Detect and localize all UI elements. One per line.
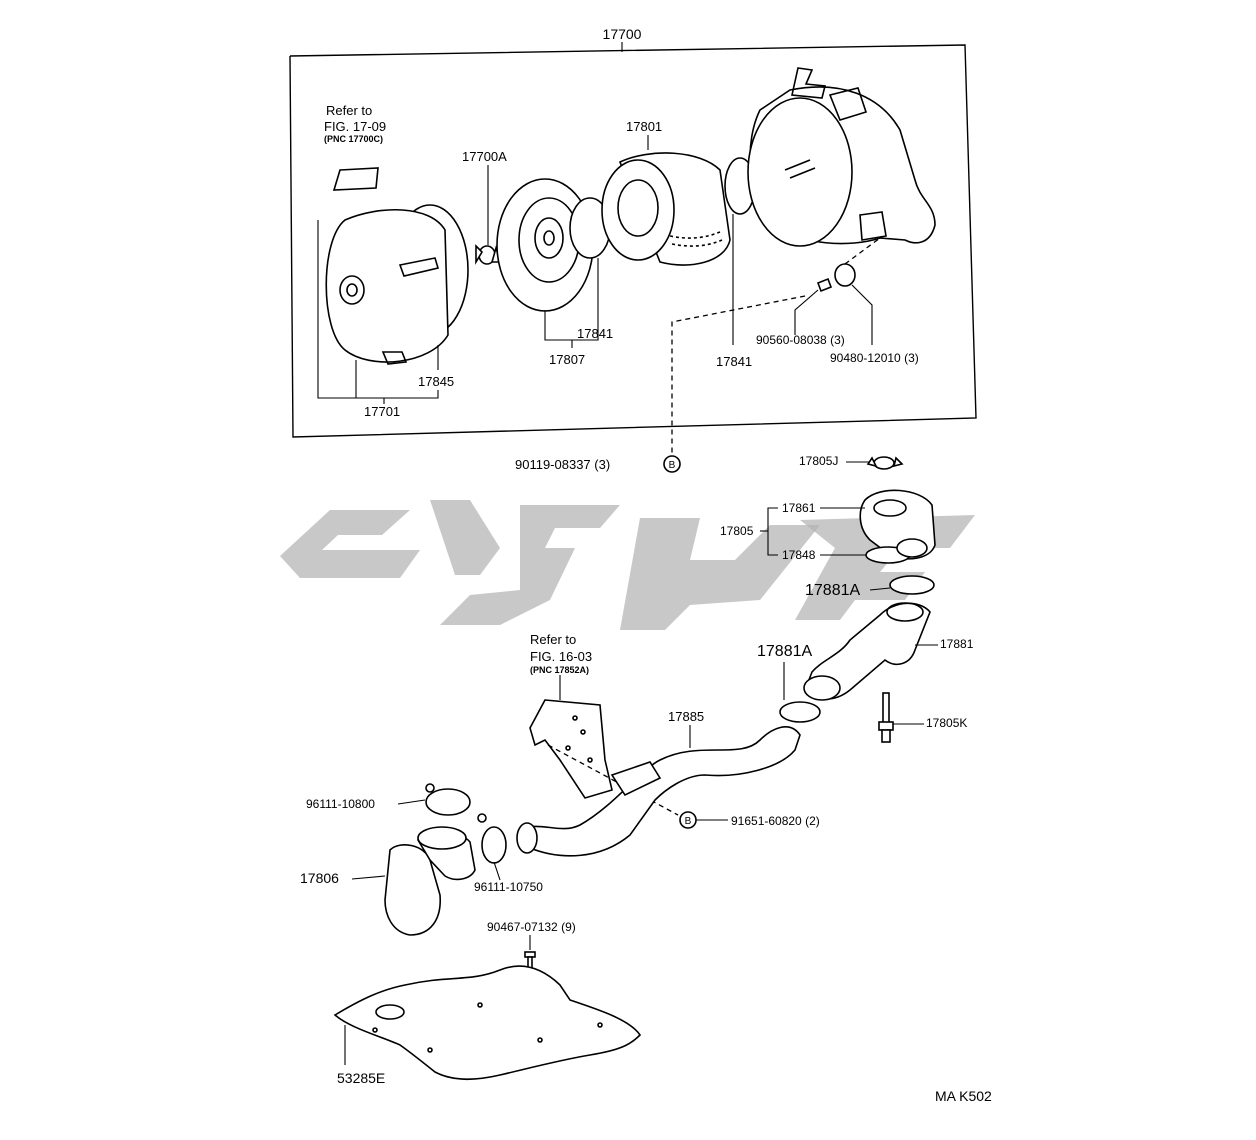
label-17845: 17845 xyxy=(418,374,454,389)
bolt-17805K xyxy=(878,692,894,743)
bolt-90560 xyxy=(816,277,833,293)
air-filter-17801 xyxy=(601,152,731,266)
hose-clamp-96111-10800 xyxy=(425,783,471,816)
label-17701: 17701 xyxy=(364,404,400,419)
label-17801: 17801 xyxy=(626,119,662,134)
label-decal xyxy=(332,167,379,191)
hose-clamp-17881A-mid xyxy=(779,701,821,723)
label-90119-08337: 90119-08337 (3) xyxy=(515,457,610,472)
intake-hose-17881 xyxy=(803,602,931,701)
label-17861: 17861 xyxy=(782,501,816,515)
assembly-number-label: 17700 xyxy=(603,26,642,42)
mounting-bracket xyxy=(529,699,613,799)
label-96111-10800: 96111-10800 xyxy=(306,797,375,811)
leader-17701 xyxy=(317,220,439,399)
label-53285E: 53285E xyxy=(337,1070,385,1086)
assembly-box xyxy=(289,44,977,438)
label-17806: 17806 xyxy=(300,870,339,886)
label-17700A: 17700A xyxy=(462,149,507,164)
intake-elbow-17806 xyxy=(384,826,476,936)
engine-under-cover-53285E xyxy=(333,965,642,1081)
air-cleaner-case xyxy=(747,67,936,247)
label-90480-12010: 90480-12010 (3) xyxy=(830,351,919,365)
refer-note-top: Refer to FIG. 17-09 (PNC 17700C) xyxy=(324,103,386,191)
callout-mark-bottom: B xyxy=(685,816,692,827)
refer-note-top-line1: Refer to xyxy=(326,103,372,118)
label-17881A-mid: 17881A xyxy=(757,643,812,660)
label-91651-60820: 91651-60820 (2) xyxy=(731,814,820,828)
label-17848: 17848 xyxy=(782,548,816,562)
label-17881: 17881 xyxy=(940,637,974,651)
air-cleaner-cap xyxy=(325,204,469,365)
refer-note-mid-line1: Refer to xyxy=(530,632,576,647)
watermark-logo xyxy=(280,500,975,630)
label-17881A-top: 17881A xyxy=(805,582,860,599)
label-90467-07132: 90467-07132 (9) xyxy=(487,920,576,934)
label-17805: 17805 xyxy=(720,524,754,538)
label-17841-right: 17841 xyxy=(716,354,752,369)
figure-code: MA K502 xyxy=(935,1088,992,1104)
cushion-90480 xyxy=(834,263,856,287)
dashed-leader-lower xyxy=(547,744,679,816)
refer-note-top-line3: (PNC 17700C) xyxy=(324,134,383,144)
callout-circle-top xyxy=(663,455,681,473)
air-filter-element-17807 xyxy=(496,178,611,312)
air-duct-17885 xyxy=(516,726,801,857)
refer-note-mid-line2: FIG. 16-03 xyxy=(530,649,592,664)
label-17807: 17807 xyxy=(549,352,585,367)
hose-clamp-96111-10750 xyxy=(477,813,507,864)
refer-note-mid: Refer to FIG. 16-03 (PNC 17852A) xyxy=(530,632,592,700)
label-90560-08038: 90560-08038 (3) xyxy=(756,333,845,347)
refer-note-mid-line3: (PNC 17852A) xyxy=(530,665,589,675)
label-17885: 17885 xyxy=(668,709,704,724)
callout-mark-top: B xyxy=(669,460,676,471)
dashed-leader-upper xyxy=(671,295,806,455)
label-17841-left: 17841 xyxy=(577,326,613,341)
label-17805J: 17805J xyxy=(799,454,838,468)
wing-nut-17805J xyxy=(866,456,904,470)
hose-clamp-17881A-top xyxy=(889,575,935,595)
label-17805K: 17805K xyxy=(926,716,967,730)
refer-note-top-line2: FIG. 17-09 xyxy=(324,119,386,134)
label-96111-10750: 96111-10750 xyxy=(474,880,543,894)
